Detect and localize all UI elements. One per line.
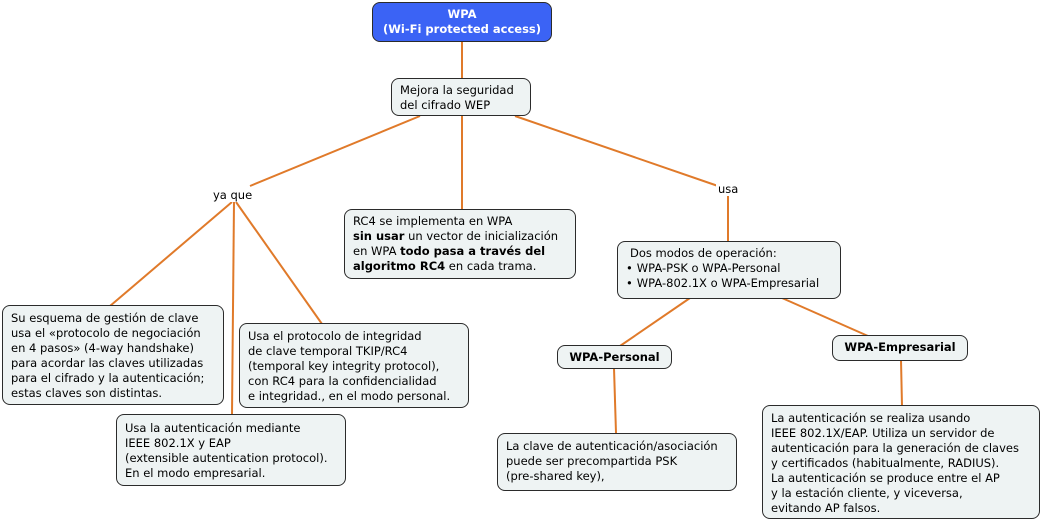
node-text: para acordar las claves utilizadas: [11, 356, 204, 370]
node-text: con RC4 para la confidencialidad: [248, 374, 437, 388]
link-improves-yaque: [249, 115, 421, 187]
link-yaque-handshake: [109, 201, 233, 307]
node-text: Usa el protocolo de integridad: [248, 329, 422, 343]
link-enterprise-desc: [900, 359, 903, 407]
node-text-bold: todo pasa a través del: [400, 244, 546, 258]
root-title: WPA: [447, 7, 477, 21]
node-rc4[interactable]: RC4 se implementa en WPA sin usar un vec…: [344, 209, 576, 279]
node-text: y la estación cliente, y viceversa,: [771, 486, 963, 500]
node-text: y certificados (habitualmente, RADIUS).: [771, 456, 1000, 470]
node-text: en WPA: [353, 244, 401, 258]
node-handshake[interactable]: Su esquema de gestión de clave usa el «p…: [2, 305, 224, 405]
node-text: En el modo empresarial.: [125, 466, 266, 480]
node-text: puede ser precompartida PSK: [506, 454, 678, 468]
node-text: Su esquema de gestión de clave: [11, 311, 199, 325]
node-text: (temporal key integrity protocol),: [248, 359, 440, 373]
node-text: en 4 pasos» (4-way handshake): [11, 341, 194, 355]
node-title: WPA-Empresarial: [844, 340, 956, 354]
modes-list: WPA-PSK o WPA-Personal WPA-802.1X o WPA-…: [626, 261, 832, 291]
link-label-ya-que: ya que: [211, 188, 255, 202]
node-text: La autenticación se produce entre el AP: [771, 471, 1000, 485]
node-text: usa el «protocolo de negociación: [11, 326, 201, 340]
node-text: de clave temporal TKIP/RC4: [248, 344, 408, 358]
node-text: del cifrado WEP: [400, 98, 491, 112]
link-modes-enterprise: [781, 297, 869, 337]
node-text: en cada trama.: [445, 259, 537, 273]
link-yaque-eap: [231, 201, 235, 415]
node-text: e integridad., en el modo personal.: [248, 389, 451, 403]
node-text: (pre-shared key),: [506, 469, 605, 483]
link-personal-desc: [613, 367, 617, 434]
link-yaque-tkip: [235, 201, 323, 325]
node-text: La autenticación se realiza usando: [771, 411, 971, 425]
node-text: autenticación para la generación de clav…: [771, 441, 1019, 455]
node-wpa-enterprise[interactable]: WPA-Empresarial: [832, 335, 968, 361]
node-text-bold: algoritmo RC4: [353, 259, 446, 273]
node-text: IEEE 802.1X/EAP. Utiliza un servidor de: [771, 426, 995, 440]
node-text: RC4 se implementa en WPA: [353, 214, 513, 228]
node-modes[interactable]: Dos modos de operación: WPA-PSK o WPA-Pe…: [617, 241, 841, 299]
node-tkip[interactable]: Usa el protocolo de integridad de clave …: [239, 323, 469, 408]
link-modes-personal: [619, 297, 691, 347]
node-text: Mejora la seguridad: [400, 83, 514, 97]
node-enterprise-desc[interactable]: La autenticación se realiza usando IEEE …: [762, 405, 1040, 519]
node-wpa-personal[interactable]: WPA-Personal: [557, 345, 672, 369]
root-node-wpa[interactable]: WPA (Wi-Fi protected access): [372, 2, 552, 42]
node-text: Dos modos de operación:: [630, 246, 777, 260]
node-text: un vector de inicialización: [404, 229, 559, 243]
node-text: La clave de autenticación/asociación: [506, 439, 718, 453]
node-text-bold: sin usar: [353, 229, 405, 243]
node-text: IEEE 802.1X y EAP: [125, 436, 231, 450]
modes-list-item: WPA-PSK o WPA-Personal: [626, 261, 832, 276]
node-text: Usa la autenticación mediante: [125, 421, 301, 435]
node-text: evitando AP falsos.: [771, 501, 881, 515]
node-personal-desc[interactable]: La clave de autenticación/asociación pue…: [497, 433, 737, 491]
node-text: estas claves son distintas.: [11, 386, 163, 400]
root-subtitle: (Wi-Fi protected access): [382, 22, 542, 36]
link-label-usa: usa: [716, 182, 741, 196]
node-improves-wep[interactable]: Mejora la seguridad del cifrado WEP: [391, 78, 531, 116]
node-text: (extensible autentication protocol).: [125, 451, 328, 465]
node-text: para el cifrado y la autenticación;: [11, 371, 205, 385]
modes-list-item: WPA-802.1X o WPA-Empresarial: [626, 276, 832, 291]
link-improves-usa: [514, 115, 719, 187]
node-title: WPA-Personal: [569, 350, 660, 364]
node-eap[interactable]: Usa la autenticación mediante IEEE 802.1…: [116, 414, 346, 486]
